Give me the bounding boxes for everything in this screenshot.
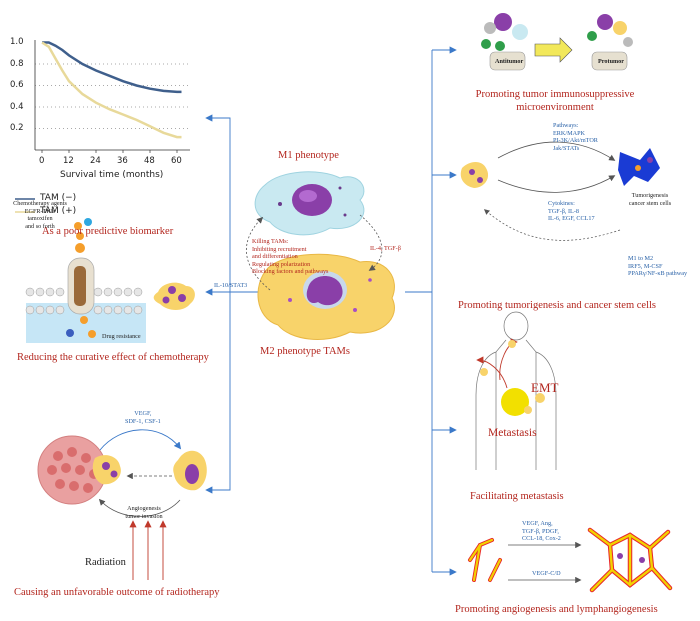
cytokines-line: TGF-β, IL-8 <box>548 207 579 215</box>
x-tick-marks <box>41 150 178 153</box>
chemo-agents-line: EGFR-TKIs <box>24 207 56 215</box>
title-metastasis: Facilitating metastasis <box>470 491 564 502</box>
label-emt: EMT <box>531 380 559 395</box>
cytokines-line: Cytokines: <box>548 200 575 207</box>
x-tick-label: 24 <box>90 156 101 166</box>
antitumor-label: Antitumor <box>495 58 524 65</box>
immuno-illustration <box>481 13 633 71</box>
title-radiotherapy: Causing an unfavorable outcome of radiot… <box>14 587 220 598</box>
x-tick-label: 0 <box>39 156 45 166</box>
vegf-cd-label: VEGF-C/D <box>532 570 561 577</box>
grid-lines <box>35 63 190 129</box>
radiotherapy-factors: VEGF, SDF-1, CSF-1 <box>125 410 161 425</box>
angio-factors-line: CCL-18, Cox-2 <box>522 535 561 543</box>
connector-lines <box>205 46 457 576</box>
cytokines-label: Cytokines: TGF-β, IL-8 IL-6, EGF, CCL17 <box>548 200 595 223</box>
title-predictive-biomarker: As a poor predictive biomarker <box>42 226 174 237</box>
pathways-line: Pathways: <box>553 122 579 129</box>
radiation-label: Radiation <box>85 557 126 568</box>
chemo-agents-line: and so forth <box>25 222 55 230</box>
series-line-tam-negative <box>42 41 182 94</box>
m1-to-m2-line: M1 to M2 <box>628 255 654 262</box>
bottom-arc-arrow <box>98 498 181 517</box>
pathways-line: ERK/MAPK <box>553 129 585 137</box>
y-tick-label: 0.6 <box>10 80 24 90</box>
m1-to-m2-line: IRF5, M-CSF <box>628 262 663 270</box>
title-immunosuppressive: Promoting tumor immunosuppressive microe… <box>455 88 655 114</box>
cytokines-line: IL-6, EGF, CCL17 <box>548 215 595 223</box>
m2-cell <box>257 253 395 340</box>
title-immuno-line: Promoting tumor immunosuppressive <box>475 89 635 100</box>
legend-label-tam-negative: TAM (−) <box>40 193 77 203</box>
label-metastasis: Metastasis <box>488 427 537 439</box>
y-tick-label: 0.2 <box>10 123 24 133</box>
y-tick-label: 0.8 <box>10 59 24 69</box>
title-immuno-line: microenvironment <box>516 102 594 113</box>
angio-invasion-line: tumor invasion <box>125 512 163 520</box>
killing-tams-line: Inhibiting recruitment <box>252 245 307 253</box>
x-tick-label: 48 <box>144 156 155 166</box>
il4-tgf-label: IL-4, TGF-β <box>370 245 401 252</box>
killing-tams-line: Blocking factors and pathways <box>252 268 329 276</box>
x-tick-label: 60 <box>171 156 182 166</box>
drug-resistance-label: Drug resistance <box>102 333 141 340</box>
m1-to-m2-arrow <box>359 214 383 271</box>
label-m1-phenotype: M1 phenotype <box>278 150 339 161</box>
killing-tams-line: Regulating polarization <box>252 260 311 268</box>
angio-factors-line: VEGF, Ang, <box>522 520 553 527</box>
title-tumorigenesis: Promoting tumorigenesis and cancer stem … <box>458 300 656 311</box>
angio-invasion-label: Angiogenesis tumor invasion <box>112 505 176 520</box>
pathways-label: Pathways: ERK/MAPK PI-3K/Akt/mTOR Jak/ST… <box>553 122 598 152</box>
m1-to-m2-pathway-label: M1 to M2 IRF5, M-CSF PPARγ/NF-κB pathway <box>628 255 687 278</box>
angiogenesis-illustration <box>468 527 673 593</box>
y-tick-label: 0.4 <box>10 102 24 112</box>
title-chemotherapy: Reducing the curative effect of chemothe… <box>17 352 209 363</box>
legend-label-tam-positive: TAM (+) <box>40 206 77 216</box>
radiotherapy-illustration <box>37 429 207 580</box>
pathways-line: PI-3K/Akt/mTOR <box>553 137 598 145</box>
chemo-illustration <box>25 218 195 343</box>
y-tick-label: 1.0 <box>10 37 24 47</box>
radiotherapy-factor-line: VEGF, <box>134 410 152 417</box>
m2-to-m1-arrow <box>246 216 271 291</box>
csc-line: cancer stem cells <box>628 199 672 207</box>
title-angiogenesis: Promoting angiogenesis and lymphangiogen… <box>455 604 658 615</box>
metastasis-illustration <box>475 311 557 470</box>
arrow-to-biomarker <box>205 114 231 292</box>
m1-to-m2-line: PPARγ/NF-κB pathway <box>628 270 688 278</box>
chemo-agents-line: Chemotherapy agents <box>13 200 67 207</box>
protumor-label: Protumor <box>598 58 625 65</box>
angio-factors-line: TGF-β, PDGF, <box>522 527 559 535</box>
top-arc-arrow <box>99 429 182 451</box>
angio-invasion-line: Angiogenesis <box>127 505 161 512</box>
series-line-tam-positive <box>41 41 182 139</box>
angio-factors-label: VEGF, Ang, TGF-β, PDGF, CCL-18, Cox-2 <box>522 520 561 543</box>
chemo-agents-label: Chemotherapy agents EGFR-TKIs tamoxifen … <box>2 200 78 230</box>
tumorigenesis-illustration <box>460 141 660 241</box>
survival-chart <box>15 40 190 213</box>
x-tick-label: 36 <box>117 156 128 166</box>
il10-stat3-label: IL-10/STAT3 <box>214 282 248 289</box>
x-axis-label: Survival time (months) <box>60 170 164 180</box>
arrow-to-radiotherapy <box>205 292 231 494</box>
csc-line: Tumorigenesis <box>631 192 669 199</box>
killing-tams-line: and differentiation <box>252 253 298 261</box>
pathways-line: Jak/STATs <box>553 144 580 152</box>
chemo-agents-line: tamoxifen <box>27 215 53 223</box>
killing-tams-line: Killing TAMs: <box>252 238 289 245</box>
m1-cell <box>254 171 365 236</box>
radiotherapy-factor-line: SDF-1, CSF-1 <box>125 417 161 425</box>
killing-tams-label: Killing TAMs: Inhibiting recruitment and… <box>252 238 328 276</box>
x-tick-label: 12 <box>63 156 74 166</box>
csc-label: Tumorigenesis cancer stem cells <box>620 192 680 207</box>
label-m2-phenotype: M2 phenotype TAMs <box>260 346 350 357</box>
